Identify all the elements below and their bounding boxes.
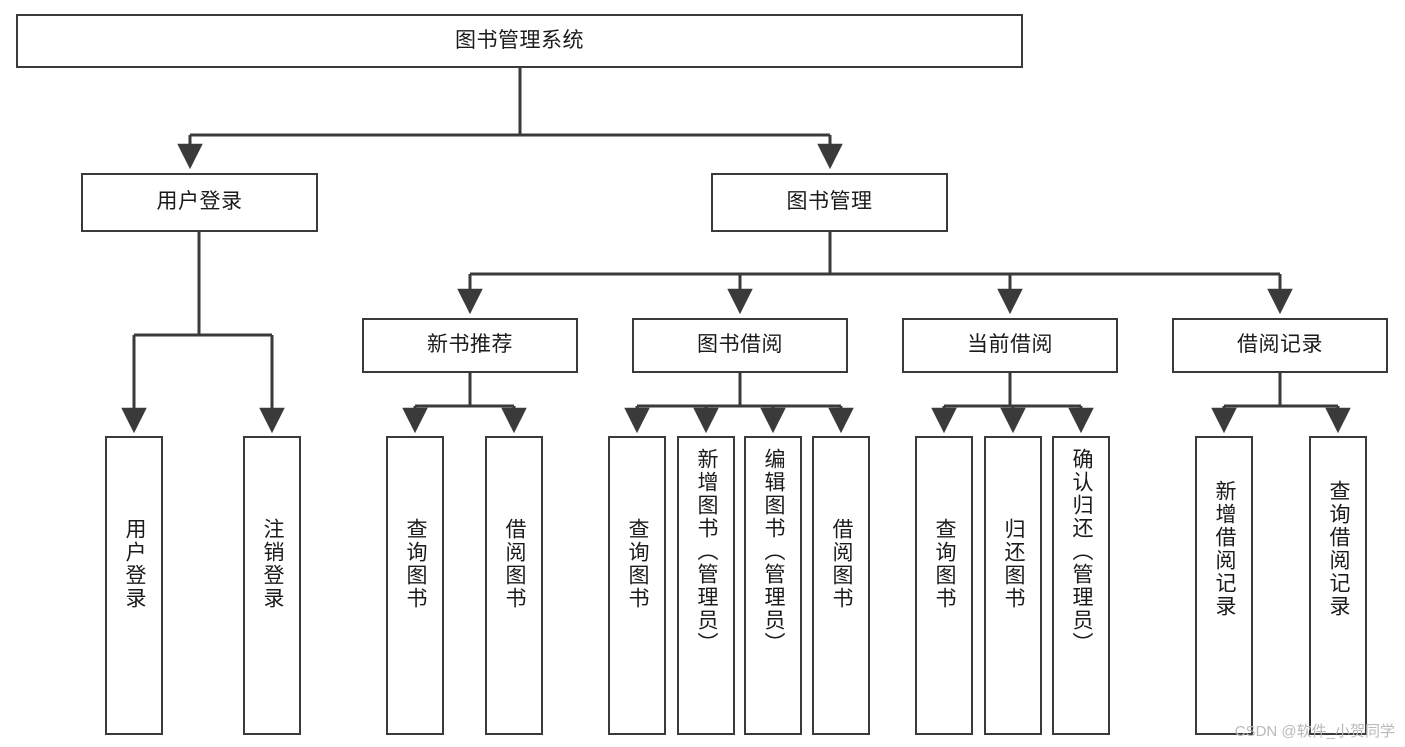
node-leaf-borrow-book-2[interactable]: 借阅图书 xyxy=(812,436,870,735)
node-leaf-user-logout-label: 注销登录 xyxy=(261,518,285,610)
node-leaf-query-book-1[interactable]: 查询图书 xyxy=(386,436,444,735)
node-current-borrow-label: 当前借阅 xyxy=(967,333,1053,357)
node-new-book-rec[interactable]: 新书推荐 xyxy=(362,318,578,373)
node-leaf-add-book-label: 新增图书（管理员） xyxy=(695,448,719,655)
node-root-label: 图书管理系统 xyxy=(455,28,584,52)
node-leaf-query-book-2-label: 查询图书 xyxy=(626,518,650,610)
node-leaf-user-login[interactable]: 用户登录 xyxy=(105,436,163,735)
node-leaf-query-book-3[interactable]: 查询图书 xyxy=(915,436,973,735)
node-leaf-return-book-label: 归还图书 xyxy=(1002,518,1026,610)
node-leaf-user-login-label: 用户登录 xyxy=(123,518,147,610)
node-leaf-confirm-return[interactable]: 确认归还（管理员） xyxy=(1052,436,1110,735)
node-leaf-query-record[interactable]: 查询借阅记录 xyxy=(1309,436,1367,735)
node-new-book-rec-label: 新书推荐 xyxy=(427,333,513,357)
node-leaf-borrow-book-1-label: 借阅图书 xyxy=(503,518,527,610)
node-leaf-borrow-book-2-label: 借阅图书 xyxy=(830,518,854,610)
node-book-borrow[interactable]: 图书借阅 xyxy=(632,318,848,373)
node-leaf-add-record[interactable]: 新增借阅记录 xyxy=(1195,436,1253,735)
node-book-manage[interactable]: 图书管理 xyxy=(711,173,948,232)
node-leaf-query-record-label: 查询借阅记录 xyxy=(1327,480,1351,618)
node-book-manage-label: 图书管理 xyxy=(786,190,873,214)
node-user-login[interactable]: 用户登录 xyxy=(81,173,318,232)
node-leaf-borrow-book-1[interactable]: 借阅图书 xyxy=(485,436,543,735)
csdn-watermark: CSDN @软件_小贺同学 xyxy=(1234,723,1395,740)
node-leaf-add-book[interactable]: 新增图书（管理员） xyxy=(677,436,735,735)
node-current-borrow[interactable]: 当前借阅 xyxy=(902,318,1118,373)
node-user-login-label: 用户登录 xyxy=(156,190,243,214)
node-leaf-confirm-return-label: 确认归还（管理员） xyxy=(1070,448,1094,655)
node-root[interactable]: 图书管理系统 xyxy=(16,14,1023,68)
node-leaf-user-logout[interactable]: 注销登录 xyxy=(243,436,301,735)
node-leaf-query-book-1-label: 查询图书 xyxy=(404,518,428,610)
node-leaf-query-book-3-label: 查询图书 xyxy=(933,518,957,610)
node-borrow-record-label: 借阅记录 xyxy=(1237,333,1323,357)
node-leaf-return-book[interactable]: 归还图书 xyxy=(984,436,1042,735)
node-book-borrow-label: 图书借阅 xyxy=(697,333,783,357)
node-leaf-edit-book-label: 编辑图书（管理员） xyxy=(762,448,786,655)
node-leaf-query-book-2[interactable]: 查询图书 xyxy=(608,436,666,735)
node-leaf-edit-book[interactable]: 编辑图书（管理员） xyxy=(744,436,802,735)
node-leaf-add-record-label: 新增借阅记录 xyxy=(1213,480,1237,618)
node-borrow-record[interactable]: 借阅记录 xyxy=(1172,318,1388,373)
